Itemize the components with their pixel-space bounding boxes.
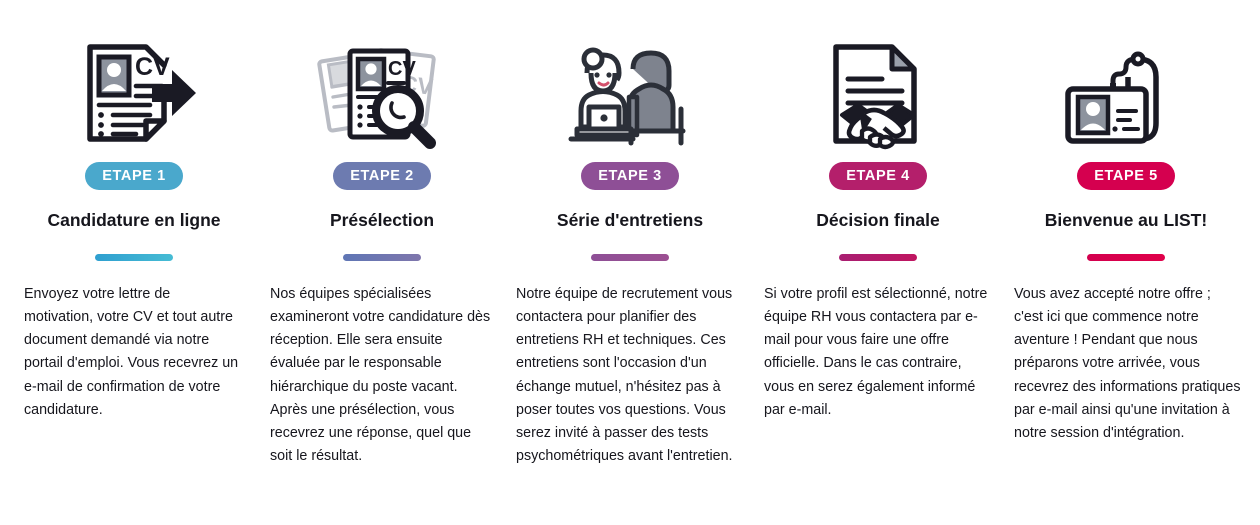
- step-badge-3: ETAPE 3: [581, 162, 679, 190]
- step-body-2: Nos équipes spécialisées examineront vot…: [270, 286, 491, 465]
- interview-people-laptop-icon: [506, 36, 754, 154]
- step-divider-4: [839, 254, 917, 261]
- document-handshake-icon: [754, 36, 1002, 154]
- step-divider-2: [343, 254, 421, 261]
- step-card-3: ETAPE 3 Série d'entretiens Notre équipe …: [506, 0, 754, 525]
- step-body-4: Si votre profil est sélectionné, notre é…: [764, 286, 988, 418]
- step-badge-1: ETAPE 1: [85, 162, 183, 190]
- id-badge-lanyard-icon: [1002, 36, 1250, 154]
- step-divider-5: [1087, 254, 1165, 261]
- step-body-3: Notre équipe de recrutement vous contact…: [516, 286, 733, 465]
- step-divider-3: [591, 254, 669, 261]
- svg-text:CV: CV: [388, 58, 416, 80]
- step-divider-1: [95, 254, 173, 261]
- svg-text:CV: CV: [135, 53, 170, 81]
- step-card-1: CV ETAPE 1 Candidature en ligne: [10, 0, 258, 525]
- step-body-5: Vous avez accepté notre offre ; c'est ic…: [1014, 286, 1241, 441]
- step-badge-4: ETAPE 4: [829, 162, 927, 190]
- step-heading-2: Présélection: [329, 210, 435, 230]
- step-body-1: Envoyez votre lettre de motivation, votr…: [24, 286, 239, 418]
- cv-document-arrow-icon: CV: [10, 36, 258, 154]
- step-card-2: CV CV: [258, 0, 506, 525]
- step-heading-3: Série d'entretiens: [556, 210, 704, 230]
- step-card-5: ETAPE 5 Bienvenue au LIST! Vous avez acc…: [1002, 0, 1250, 525]
- cv-stack-magnifier-icon: CV CV: [258, 36, 506, 154]
- step-badge-2: ETAPE 2: [333, 162, 431, 190]
- step-heading-1: Candidature en ligne: [47, 210, 221, 230]
- step-heading-5: Bienvenue au LIST!: [1044, 210, 1208, 230]
- step-badge-5: ETAPE 5: [1077, 162, 1175, 190]
- step-heading-4: Décision finale: [816, 210, 940, 230]
- step-card-4: ETAPE 4 Décision finale Si votre profil …: [754, 0, 1002, 525]
